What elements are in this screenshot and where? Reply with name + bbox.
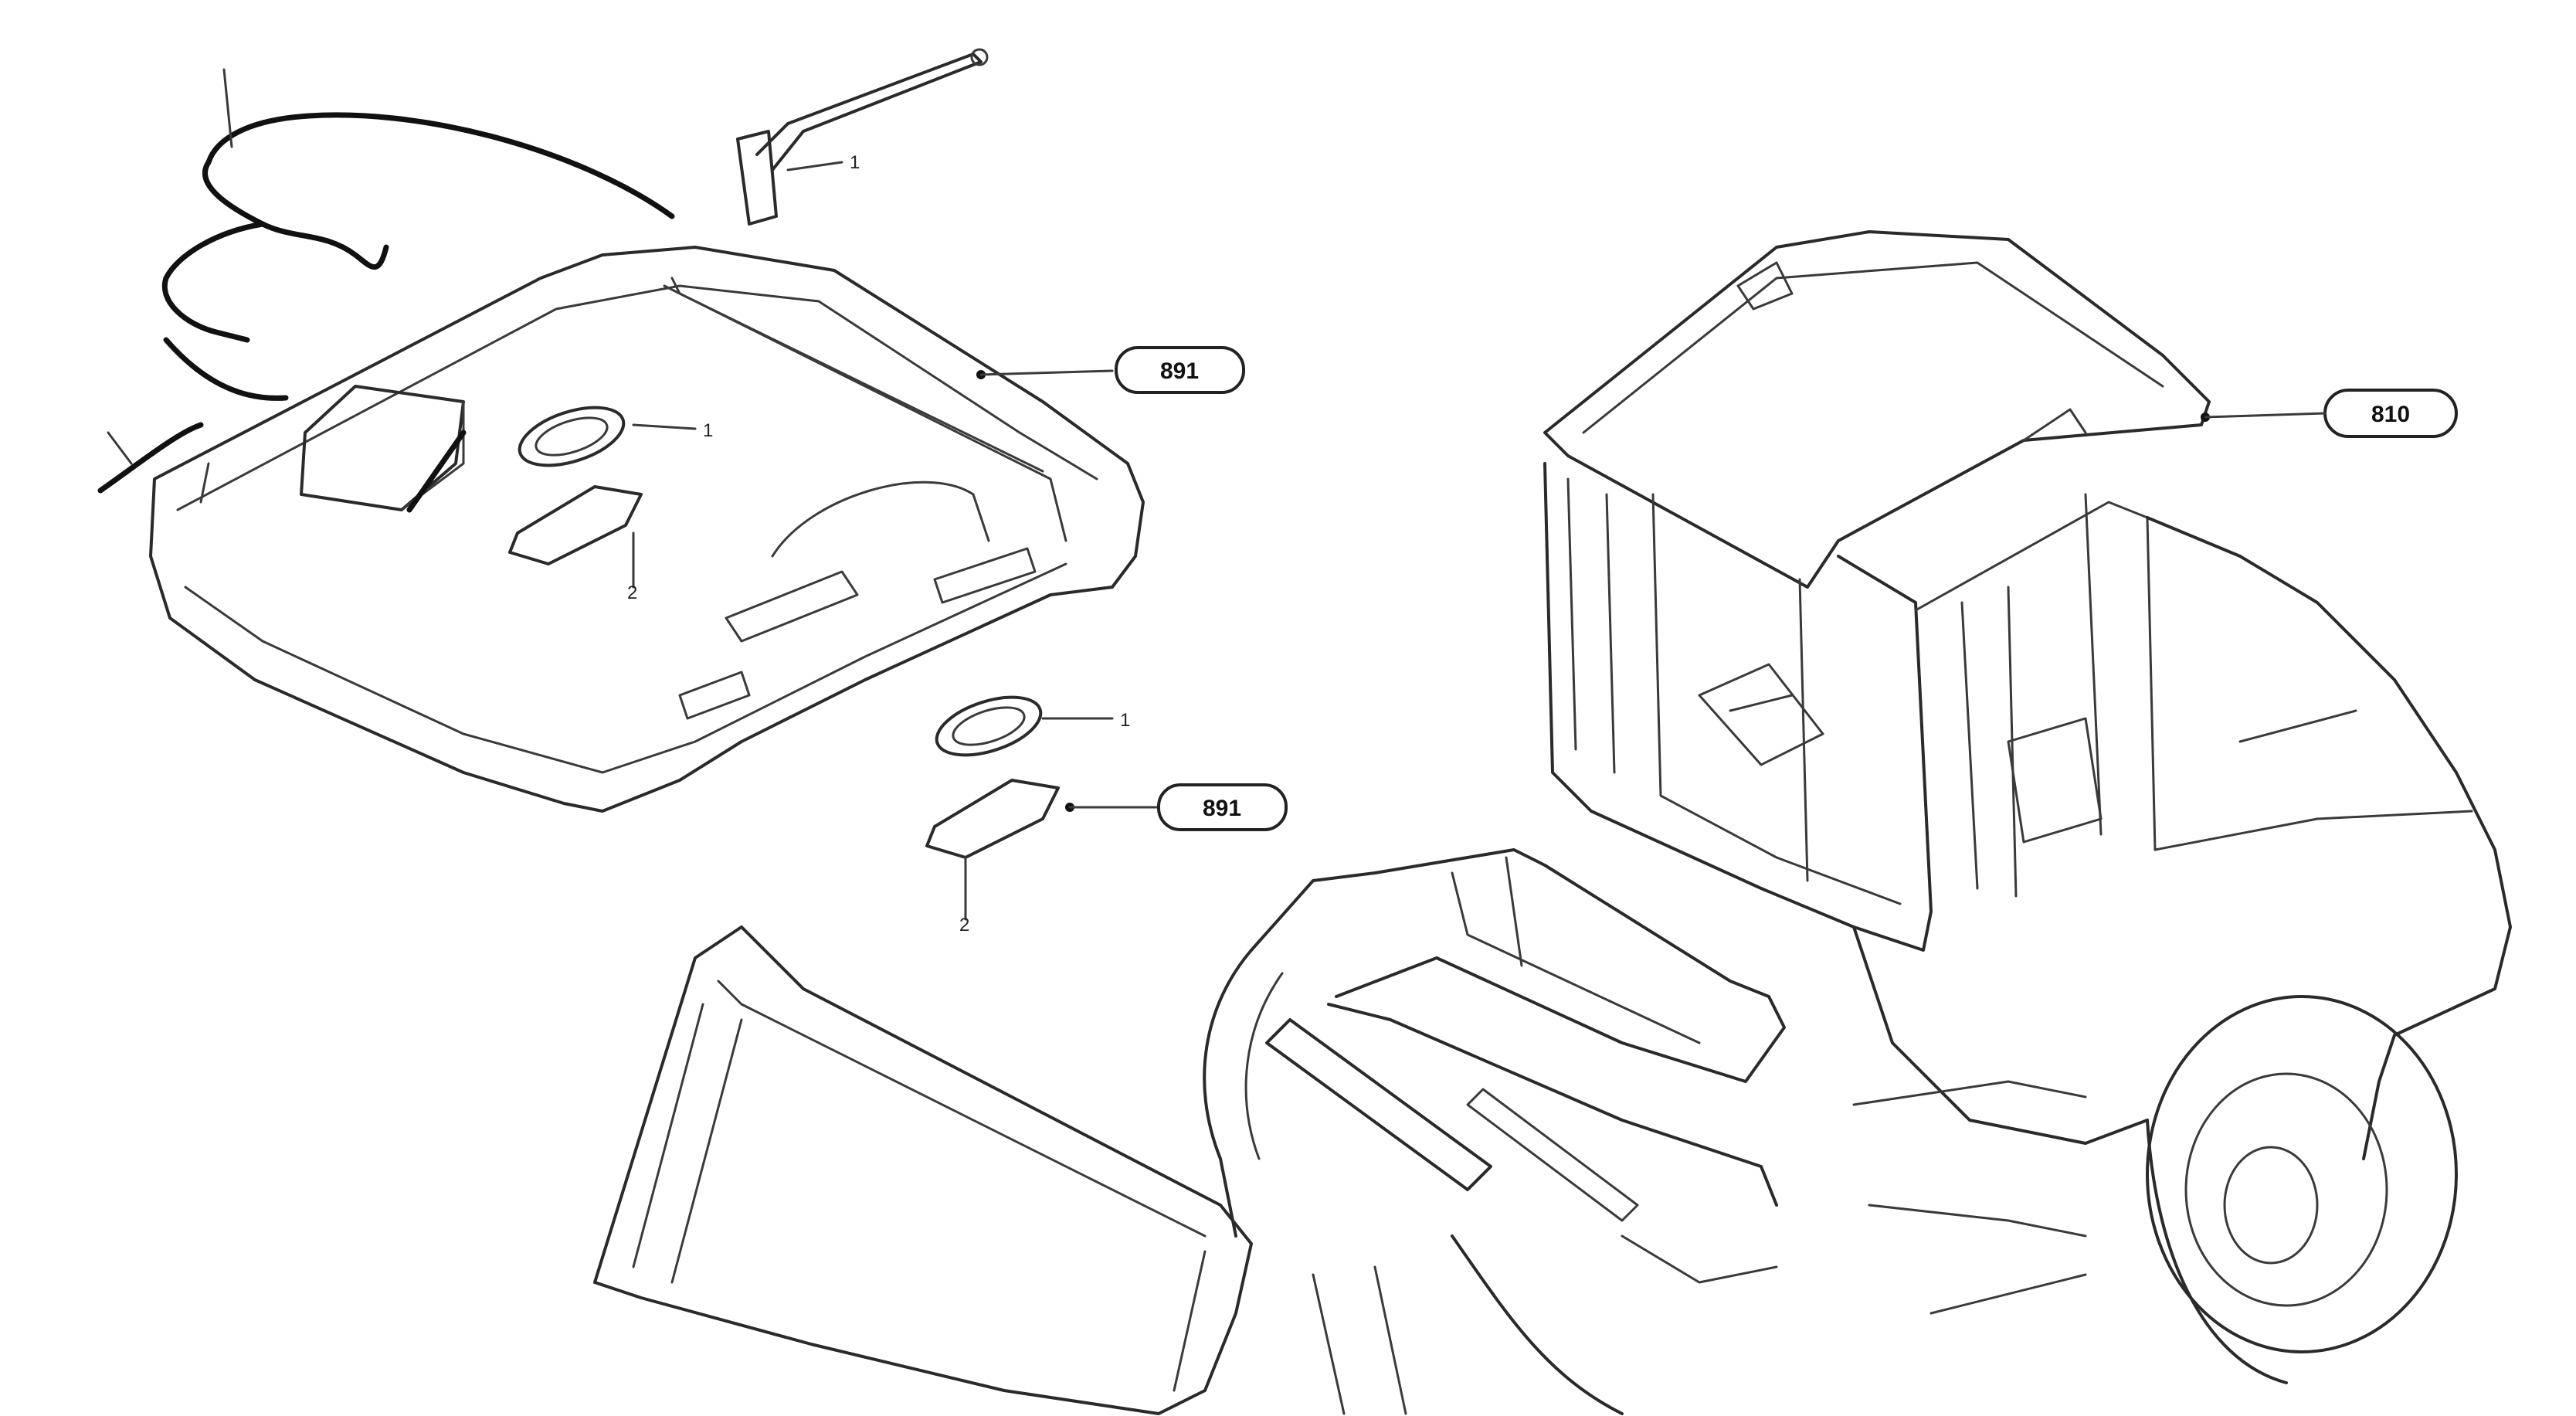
antenna (755, 53, 983, 171)
item-number: 1 (703, 420, 713, 441)
lift-cylinder (1265, 1018, 1492, 1191)
seal-ring (518, 406, 626, 467)
item-number: 2 (627, 582, 637, 603)
front-wheel (1451, 1234, 1624, 1415)
ref-label-891-top[interactable]: 891 (1115, 346, 1245, 394)
chassis (1852, 925, 2149, 1145)
roof-slot (933, 547, 1037, 604)
ref-label-text: 891 (1160, 358, 1199, 384)
ref-label-text: 891 (1203, 796, 1241, 821)
roof-panel (149, 246, 1145, 813)
seal-ring-lower (935, 695, 1043, 757)
cab-roof (1543, 230, 2211, 589)
seal-gasket-lower (925, 779, 1060, 859)
item-number: 1 (850, 152, 860, 173)
bucket (593, 925, 1253, 1415)
roof-assembly (97, 48, 1160, 921)
ref-label-text: 810 (2371, 402, 2410, 427)
engine-hood (2146, 516, 2512, 1160)
cable-harness (205, 112, 675, 219)
cab-body (1543, 462, 1933, 952)
item-number: 1 (1120, 710, 1130, 731)
rear-wheel (2146, 995, 2458, 1353)
ref-label-810[interactable]: 810 (2323, 389, 2458, 438)
loader-arm (1250, 848, 1786, 1083)
roof-slot (725, 570, 859, 643)
ref-label-891-bottom[interactable]: 891 (1157, 783, 1288, 831)
wheel-loader (593, 230, 2512, 1415)
item-number: 2 (959, 915, 969, 936)
seal-gasket (508, 485, 643, 565)
control-box (300, 385, 465, 511)
